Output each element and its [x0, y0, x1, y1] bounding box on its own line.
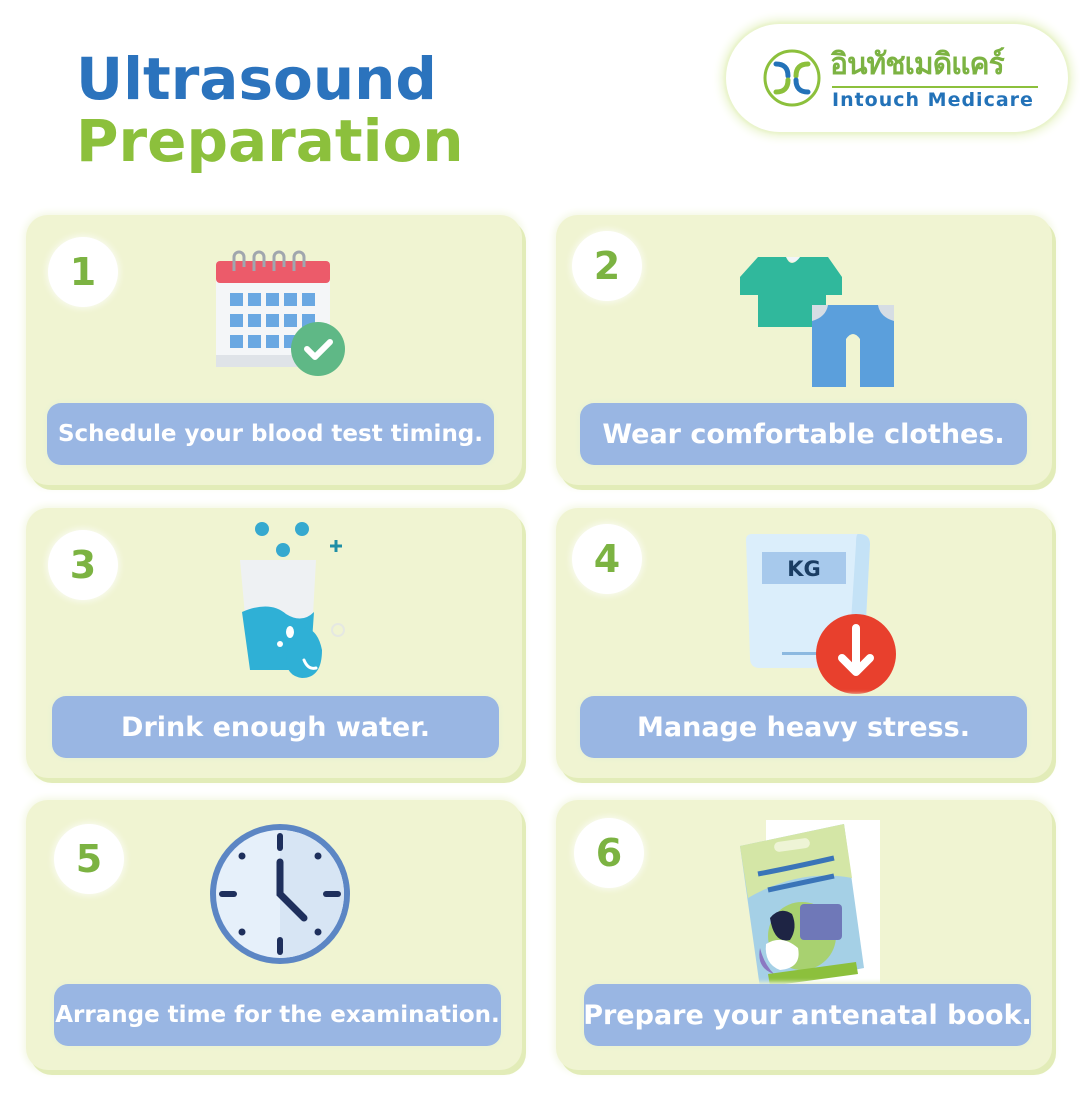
step-card-2: 2 Wear comfortable clothes.	[556, 215, 1052, 485]
step-label: Prepare your antenatal book.	[583, 999, 1032, 1031]
water-glass-icon	[240, 522, 345, 678]
brand-name-thai: อินทัชเมดิแคร์	[830, 47, 1005, 82]
step-card-1: 1 Schedule your blood test timing.	[26, 215, 522, 485]
step-number: 6	[574, 818, 644, 888]
step-label-pill: Schedule your blood test timing.	[47, 403, 494, 465]
step-number: 1	[48, 237, 118, 307]
step-label-pill: Prepare your antenatal book.	[583, 984, 1032, 1046]
calendar-check-icon	[216, 250, 345, 376]
step-card-6: 6 Prepare your antenatal book.	[556, 800, 1052, 1070]
step-label: Manage heavy stress.	[637, 711, 970, 743]
step-label: Drink enough water.	[121, 711, 430, 743]
step-card-3: 3 Drink enough water.	[26, 508, 522, 778]
clothes-icon	[740, 257, 894, 387]
clock-icon	[210, 824, 350, 964]
brand-divider	[832, 86, 1038, 88]
step-number: 3	[48, 530, 118, 600]
medicare-emblem-icon	[763, 49, 821, 107]
page-title: Ultrasound Preparation	[76, 50, 464, 170]
step-card-5: 5 Arrange time for the examination.	[26, 800, 522, 1070]
step-number: 5	[54, 824, 124, 894]
step-label-pill: Drink enough water.	[52, 696, 499, 758]
step-label-pill: Wear comfortable clothes.	[580, 403, 1027, 465]
antenatal-book-icon	[740, 820, 880, 988]
step-label: Arrange time for the examination.	[55, 1002, 500, 1028]
step-label: Schedule your blood test timing.	[57, 421, 484, 447]
step-label-pill: Arrange time for the examination.	[54, 984, 501, 1046]
brand-logo: อินทัชเมดิแคร์ Intouch Medicare	[726, 24, 1068, 132]
title-line-2: Preparation	[76, 107, 464, 175]
step-label-pill: Manage heavy stress.	[580, 696, 1027, 758]
weight-scale-down-icon: KG	[746, 534, 896, 694]
step-card-4: 4 KG Manage heavy stress.	[556, 508, 1052, 778]
step-number: 4	[572, 524, 642, 594]
scale-kg-text: KG	[787, 557, 821, 581]
step-number: 2	[572, 231, 642, 301]
step-label: Wear comfortable clothes.	[602, 418, 1005, 450]
brand-name-english: Intouch Medicare	[832, 89, 1034, 111]
title-line-1: Ultrasound	[76, 45, 437, 113]
